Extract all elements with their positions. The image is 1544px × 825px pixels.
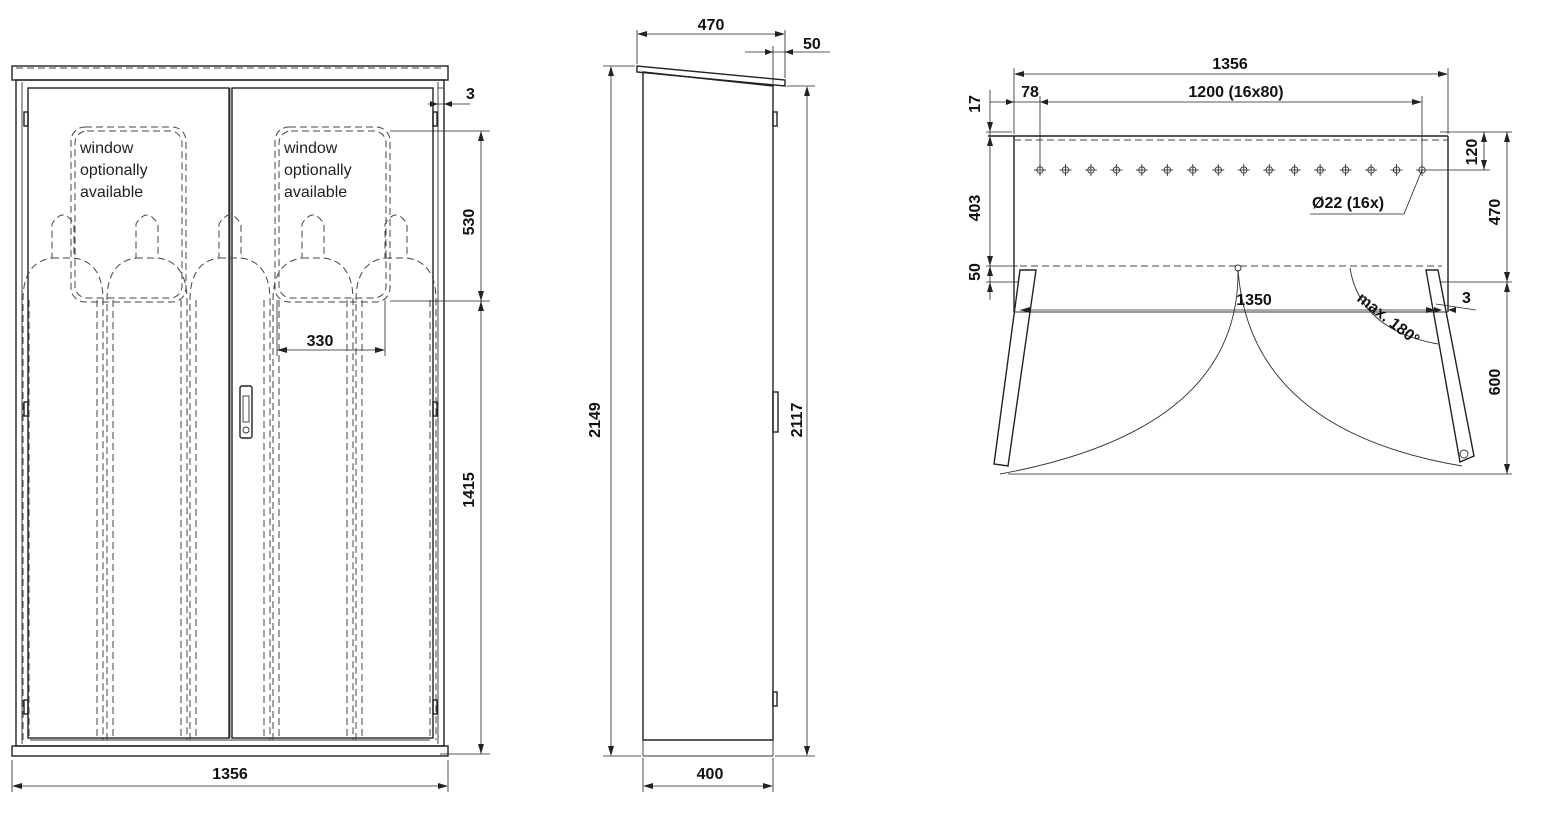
lower-height-dimension: 1415: [461, 472, 478, 508]
vent-hole: [1059, 164, 1072, 176]
inner-depth-dimension: 403: [967, 195, 984, 222]
front-plinth: [11, 745, 449, 757]
side-body: [642, 71, 774, 741]
total-depth-dimension: 470: [1487, 199, 1504, 226]
side-roof: [636, 65, 786, 87]
cylinder-spacing-dimension: 330: [307, 333, 334, 350]
gas-cylinders: [22, 214, 437, 740]
top-offset-dimension: 17: [967, 95, 984, 113]
roof-overhang-dimension: 50: [803, 36, 821, 53]
vent-hole: [1365, 164, 1378, 176]
hole-note: Ø22 (16x): [1312, 195, 1384, 212]
vent-hole: [1288, 164, 1301, 176]
top-width-dimension: 1356: [1212, 56, 1248, 73]
left-door-open: [993, 269, 1037, 467]
vent-hole: [1084, 164, 1097, 176]
vent-hole: [1110, 164, 1123, 176]
door-handle: [239, 385, 253, 439]
gas-cylinder: [22, 214, 104, 740]
front-view: window optionally available window optio…: [11, 65, 490, 792]
vent-holes: [1034, 164, 1428, 176]
vent-hole: [1135, 164, 1148, 176]
base-step-dimension: 50: [967, 263, 984, 281]
side-view: 470 50 2149 2117 400: [587, 17, 830, 792]
vent-hole: [1161, 164, 1174, 176]
hole-row-depth-dimension: 120: [1464, 139, 1481, 166]
door-swing-dimension: 600: [1487, 369, 1504, 396]
window-height-dimension: 530: [461, 209, 478, 236]
window-note-left-line-2: optionally: [80, 162, 148, 179]
hole-offset-dimension: 78: [1021, 84, 1039, 101]
body-height-dimension: 2117: [789, 403, 806, 438]
vent-hole: [1263, 164, 1276, 176]
hole-span-dimension: 1200 (16x80): [1188, 84, 1283, 101]
left-door-swing-arc: [999, 269, 1239, 475]
right-door-open: [1425, 269, 1475, 463]
optional-window-right: [274, 126, 391, 303]
vent-hole: [1237, 164, 1250, 176]
gas-cylinder: [189, 214, 271, 740]
base-depth-dimension: 400: [697, 766, 724, 783]
optional-window-left: [70, 126, 187, 303]
gas-cylinder: [106, 214, 188, 740]
vent-hole: [1186, 164, 1199, 176]
window-note-right-line-2: optionally: [284, 162, 352, 179]
door-angle-label: max. 180°: [1354, 290, 1423, 349]
window-note-right-line-1: window: [283, 140, 338, 157]
window-note-left-line-3: available: [80, 184, 143, 201]
inner-width-dimension: 1350: [1236, 292, 1272, 309]
window-note-right-line-3: available: [284, 184, 347, 201]
vent-hole: [1339, 164, 1352, 176]
vent-hole: [1390, 164, 1403, 176]
top-gap-dimension: 3: [1462, 290, 1471, 307]
window-note-left-line-1: window: [79, 140, 134, 157]
top-view: 1356 78 1200 (16x80) 17 403 50: [967, 56, 1512, 475]
gas-cylinder: [272, 214, 354, 740]
gas-cylinder: [355, 214, 437, 740]
side-top-depth-dimension: 470: [698, 17, 725, 34]
vent-hole: [1212, 164, 1225, 176]
front-gap-dimension: 3: [466, 86, 475, 103]
front-width-dimension: 1356: [212, 766, 248, 783]
total-height-dimension: 2149: [587, 402, 604, 438]
vent-hole: [1314, 164, 1327, 176]
